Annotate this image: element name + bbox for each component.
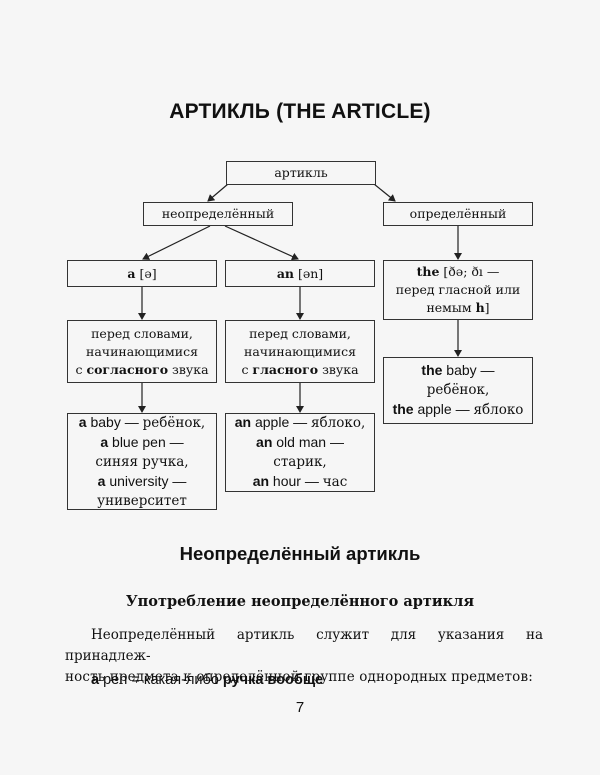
- example-line: the apple — яблоко: [384, 400, 532, 420]
- a-rule-pre: с: [75, 361, 87, 377]
- example-line: an hour — час: [226, 472, 374, 492]
- example-line: a blue pen —: [68, 433, 216, 453]
- node-indefinite-label: неопределённый: [161, 206, 275, 221]
- node-an-transcription: [ən]: [297, 265, 324, 281]
- example-article: the: [421, 362, 443, 378]
- node-an-examples: an apple — яблоко,an old man —старик,an …: [225, 413, 375, 492]
- example-russian: старик,: [273, 454, 327, 470]
- node-a-transcription: [ə]: [139, 265, 157, 281]
- example-english: apple —: [251, 414, 312, 430]
- section-paragraph: Неопределённый артикль служит для указан…: [65, 625, 543, 688]
- page-title: АРТИКЛЬ (THE ARTICLE): [169, 100, 431, 123]
- example-russian: ребёнок,: [142, 414, 206, 431]
- example-russian: ребёнок,: [426, 382, 490, 398]
- example-english: baby —: [442, 362, 495, 378]
- example-english: apple —: [413, 401, 474, 417]
- an-rule-line2: начинающимися: [244, 343, 356, 359]
- example-english: blue pen —: [108, 433, 184, 450]
- arrow-indefinite-to-an: [224, 225, 299, 261]
- node-the-line3: немым: [426, 300, 476, 315]
- example-text: pen = какая-либо: [99, 672, 223, 688]
- a-rule-bold: согласного: [86, 361, 169, 377]
- arrow-root-to-definite: [373, 183, 396, 202]
- example-article: a: [78, 413, 87, 430]
- example-english: university —: [105, 472, 187, 489]
- example-line: a university —: [68, 472, 216, 492]
- example-line: ребёнок,: [384, 381, 532, 400]
- example-english: baby —: [86, 413, 143, 430]
- node-article-label: артикль: [274, 165, 328, 180]
- node-a-examples: a baby — ребёнок,a blue pen —синяя ручка…: [67, 413, 217, 510]
- example-russian: час: [322, 474, 348, 490]
- example-line: an old man —: [226, 433, 374, 453]
- node-the-transcription: [ðə; ðı —: [443, 264, 500, 279]
- example-article: an: [252, 473, 270, 489]
- node-an-rule: перед словами, начинающимися с гласного …: [225, 320, 375, 383]
- node-an: an [ən]: [225, 260, 375, 287]
- paragraph-line2: ность предмета к определённой группе одн…: [65, 669, 533, 685]
- example-line: a baby — ребёнок,: [68, 413, 216, 433]
- paragraph-line1: Неопределённый артикль служит для указан…: [65, 627, 543, 664]
- a-rule-line1: перед словами,: [91, 325, 193, 341]
- section-heading: Неопределённый артикль: [179, 543, 421, 564]
- example-article: a: [100, 433, 109, 450]
- example-russian: яблоко,: [311, 415, 366, 431]
- example-line: the baby —: [384, 361, 532, 381]
- a-rule-line2: начинающимися: [86, 343, 198, 359]
- example-russian: университет: [97, 492, 187, 509]
- node-definite: определённый: [383, 202, 533, 226]
- page-number: 7: [295, 699, 305, 716]
- node-article: артикль: [226, 161, 376, 185]
- usage-example: a pen = какая-либо ручка вообще: [91, 672, 323, 688]
- example-line: an apple — яблоко,: [226, 413, 374, 433]
- section-subheading: Употребление неопределённого артикля: [125, 593, 475, 610]
- node-a: a [ə]: [67, 260, 217, 287]
- an-rule-pre: с: [241, 361, 253, 377]
- a-rule-post: звука: [168, 361, 209, 377]
- example-article: the: [392, 401, 414, 417]
- node-a-word: a: [127, 265, 136, 281]
- example-article: an: [256, 434, 273, 450]
- node-the-h: h: [475, 300, 485, 315]
- arrow-root-to-indefinite: [207, 183, 229, 202]
- example-line: синяя ручка,: [68, 453, 216, 472]
- node-indefinite: неопределённый: [143, 202, 293, 226]
- node-definite-label: определённый: [409, 206, 507, 221]
- example-english: old man —: [272, 434, 344, 450]
- node-an-word: an: [276, 265, 294, 281]
- node-the-word: the: [416, 264, 440, 279]
- example-bold: ручка вообще: [222, 672, 324, 688]
- example-article: an: [234, 414, 252, 430]
- example-english: hour —: [269, 473, 323, 489]
- an-rule-line1: перед словами,: [249, 325, 351, 341]
- example-article: a: [97, 472, 106, 489]
- node-a-rule: перед словами, начинающимися с согласног…: [67, 320, 217, 383]
- example-russian: яблоко: [473, 402, 524, 418]
- node-the-examples: the baby —ребёнок,the apple — яблоко: [383, 357, 533, 424]
- node-the: the [ðə; ðı — перед гласной или немым h]: [383, 260, 533, 320]
- example-article: a: [91, 672, 100, 688]
- an-rule-post: звука: [318, 361, 359, 377]
- example-line: университет: [68, 492, 216, 511]
- example-line: старик,: [226, 453, 374, 472]
- example-russian: синяя ручка,: [95, 453, 189, 470]
- node-the-line2: перед гласной или: [395, 282, 521, 297]
- an-rule-bold: гласного: [252, 361, 319, 377]
- node-the-bracket: ]: [484, 300, 490, 315]
- arrow-indefinite-to-a: [142, 225, 211, 260]
